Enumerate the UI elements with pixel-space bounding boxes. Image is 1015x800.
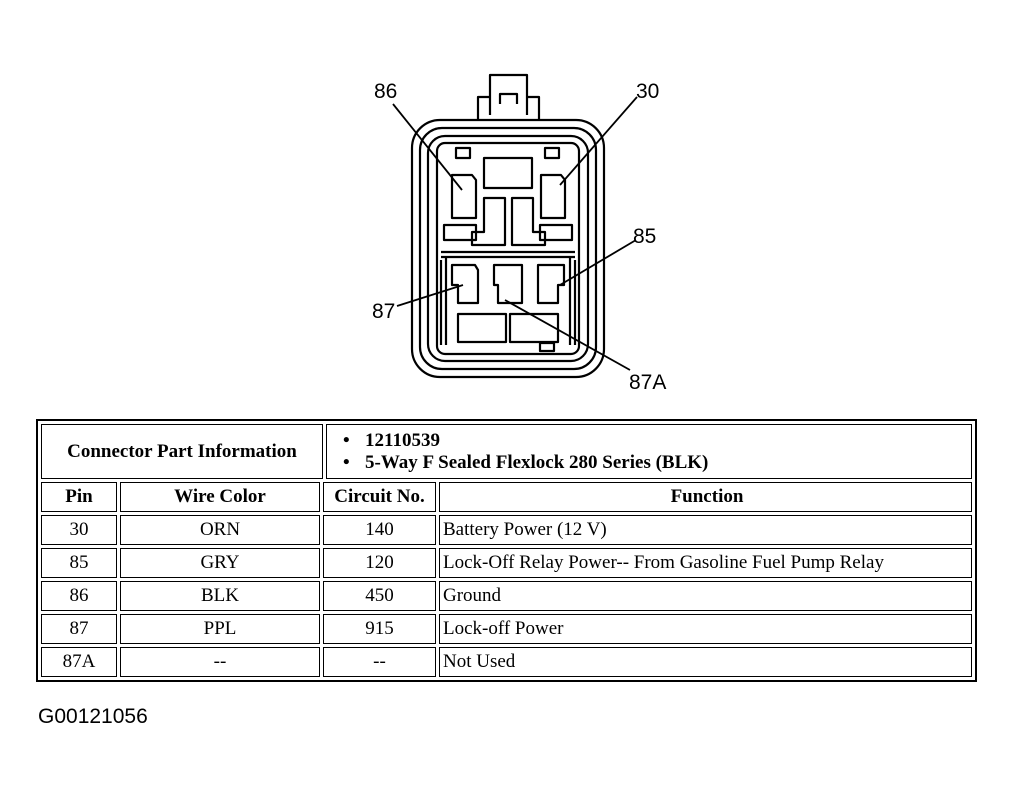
terminal-85 — [536, 263, 566, 305]
table-row: 86 BLK 450 Ground — [41, 581, 972, 611]
terminal-87a — [492, 263, 524, 305]
connector-description: •5-Way F Sealed Flexlock 280 Series (BLK… — [343, 451, 709, 473]
connector-housing-outer — [410, 118, 606, 379]
cell-wire-color: BLK — [120, 581, 320, 611]
connector-table: Connector Part Information •12110539 •5-… — [36, 419, 977, 682]
leader-86 — [392, 103, 463, 191]
terminal-30 — [539, 173, 567, 220]
table-row: 85 GRY 120 Lock-Off Relay Power-- From G… — [41, 548, 972, 578]
cell-wire-color: PPL — [120, 614, 320, 644]
leader-87 — [396, 284, 464, 307]
header-wire-color: Wire Color — [120, 482, 320, 512]
cell-function: Ground — [439, 581, 972, 611]
connector-info-list: •12110539 •5-Way F Sealed Flexlock 280 S… — [326, 424, 972, 479]
cell-wire-color: -- — [120, 647, 320, 677]
table-row: 87A -- -- Not Used — [41, 647, 972, 677]
table-header-row: Pin Wire Color Circuit No. Function — [41, 482, 972, 512]
pin-label-87: 87 — [372, 300, 395, 323]
pin-label-87a: 87A — [629, 371, 666, 394]
pin-label-85: 85 — [633, 225, 656, 248]
cell-circuit-no: 450 — [323, 581, 436, 611]
connector-diagram: 86 30 85 87 87A — [372, 73, 666, 394]
cell-function: Battery Power (12 V) — [439, 515, 972, 545]
leader-30 — [559, 96, 638, 186]
connector-latch — [488, 73, 529, 115]
header-function: Function — [439, 482, 972, 512]
terminal-slot-bottom-right — [508, 312, 560, 344]
header-pin: Pin — [41, 482, 117, 512]
cell-circuit-no: 120 — [323, 548, 436, 578]
cell-circuit-no: -- — [323, 647, 436, 677]
connector-info-label: Connector Part Information — [41, 424, 323, 479]
cell-wire-color: ORN — [120, 515, 320, 545]
leader-85 — [559, 239, 637, 286]
cell-pin: 86 — [41, 581, 117, 611]
cell-function: Lock-off Power — [439, 614, 972, 644]
connector-face — [435, 141, 581, 356]
leader-87a — [504, 299, 631, 371]
cell-circuit-no: 915 — [323, 614, 436, 644]
cell-pin: 87A — [41, 647, 117, 677]
terminal-slot-bottom-left — [456, 312, 508, 344]
cell-pin: 85 — [41, 548, 117, 578]
connector-part-number: •12110539 — [343, 429, 440, 451]
pin-label-86: 86 — [374, 80, 397, 103]
table-row: 30 ORN 140 Battery Power (12 V) — [41, 515, 972, 545]
header-circuit-no: Circuit No. — [323, 482, 436, 512]
cell-pin: 30 — [41, 515, 117, 545]
cell-circuit-no: 140 — [323, 515, 436, 545]
table-row: 87 PPL 915 Lock-off Power — [41, 614, 972, 644]
terminal-87 — [450, 263, 480, 305]
cell-wire-color: GRY — [120, 548, 320, 578]
cell-pin: 87 — [41, 614, 117, 644]
terminal-86 — [450, 173, 478, 220]
cell-function: Lock-Off Relay Power-- From Gasoline Fue… — [439, 548, 972, 578]
terminal-slot-center-top — [482, 156, 534, 190]
pin-label-30: 30 — [636, 80, 659, 103]
figure-id: G00121056 — [38, 705, 148, 728]
cell-function: Not Used — [439, 647, 972, 677]
connector-info-row: Connector Part Information •12110539 •5-… — [41, 424, 972, 479]
